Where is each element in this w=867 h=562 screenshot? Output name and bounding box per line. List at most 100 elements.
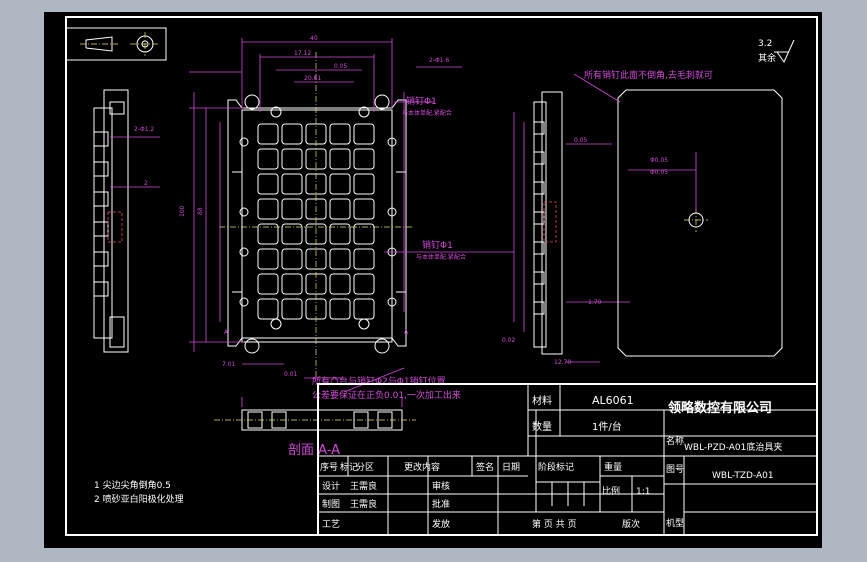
pocket-cell [281,148,303,170]
bottom-view: Φ0.05 Φ0.05 [573,73,783,357]
dim-overall: 40 [310,35,318,42]
pocket-cell [257,248,279,270]
pocket-cell [353,173,375,195]
svg-text:12.70: 12.70 [554,359,571,366]
pocket-cell [329,123,351,145]
top-note: 所有销钉此面不倒角,去毛刺就可 [584,69,713,81]
pocket-cell [257,173,279,195]
revision-header: 签名 [476,461,494,473]
svg-text:100: 100 [179,205,186,217]
pocket-cell [281,173,303,195]
pocket-cell [353,223,375,245]
process-note-2: 2 喷砂亚白阳极化处理 [94,493,184,505]
pocket-cell [257,273,279,295]
title-block: 材料 AL6061 领略数控有限公司 数量 1件/台 名称 WBL-PZD-A0… [317,383,818,536]
pocket-cell [257,298,279,320]
revision-header: 日期 [502,462,520,473]
pocket-cell [353,123,375,145]
pocket-cell [329,198,351,220]
pocket-cell [353,148,375,170]
pocket-cell [353,273,375,295]
svg-text:20.81: 20.81 [304,75,321,82]
bottom-note-1: 所有凸台与销钉Φ2与Φ1销钉位置 [312,375,446,387]
svg-text:2: 2 [144,180,148,187]
section-view: 剖面 A-A [214,397,416,458]
drawing-border [65,16,818,536]
svg-text:2-Φ1.6: 2-Φ1.6 [429,57,449,64]
revision-header: 更改内容 [404,461,440,473]
right-side-view: 0.05 1.70 12.70 0.02 [502,91,630,366]
pin1-subnote: 与本体单配,紧配合 [402,109,452,117]
pocket-grid [239,123,397,320]
svg-text:A: A [404,329,409,336]
pocket-cell [257,223,279,245]
svg-text:1.70: 1.70 [588,299,602,306]
pin2-subnote: 与本体单配,紧配合 [416,253,466,261]
pin-hole [387,297,397,307]
pin-hole [387,207,397,217]
revision-header: 序号 [320,461,338,473]
part-name: WBL-PZD-A01底治具夹 [684,441,782,453]
svg-text:阶段标记: 阶段标记 [538,461,574,473]
svg-text:Φ0.05: Φ0.05 [650,157,668,164]
left-side-view: 2-Φ1.2 2 [93,89,160,353]
qty-value: 1件/台 [592,420,622,433]
pin-hole [387,137,397,147]
pocket-cell [257,198,279,220]
projection-symbol [65,27,167,61]
pocket-cell [353,198,375,220]
scale-value: 1:1 [636,487,650,497]
svg-text:0.05: 0.05 [574,137,588,144]
pocket-cell [257,123,279,145]
svg-text:批准: 批准 [432,498,450,510]
pocket-cell [281,123,303,145]
pocket-cell [353,298,375,320]
svg-text:2-Φ1.2: 2-Φ1.2 [134,126,154,133]
svg-text:Φ0.05: Φ0.05 [650,169,668,176]
company-name: 领略数控有限公司 [668,400,772,416]
revision-header: 标记 [340,461,358,473]
svg-text:名称: 名称 [666,435,684,447]
pocket-cell [353,248,375,270]
main-top-view: 40 17.12 0.05 20.81 2-Φ1.6 100 88 7.01 0… [179,35,514,393]
surface-finish-value: 3.2 [758,39,772,49]
svg-text:第 页 共 页: 第 页 共 页 [532,518,577,530]
pin-hole [239,207,249,217]
svg-text:制图: 制图 [322,498,340,510]
svg-text:17.12: 17.12 [294,50,311,57]
pocket-cell [281,198,303,220]
pin-hole [239,247,249,257]
svg-text:0.02: 0.02 [502,337,516,344]
svg-text:比例: 比例 [602,485,620,497]
pocket-cell [329,298,351,320]
section-label: 剖面 A-A [288,443,340,458]
pocket-cell [329,223,351,245]
pocket-cell [329,273,351,295]
svg-text:0.05: 0.05 [334,63,348,70]
material-value: AL6061 [592,394,634,407]
pocket-cell [329,173,351,195]
svg-text:版次: 版次 [622,518,640,530]
pin-hole [239,297,249,307]
surface-finish-symbol: 其余 3.2 [758,39,795,64]
pin2-note: 销钉Φ1 [422,239,453,251]
bottom-note-2: 公差要保证在正负0.01,一次加工出来 [312,389,461,401]
pocket-cell [257,148,279,170]
pocket-cell [281,273,303,295]
revision-header: 分区 [356,462,374,473]
svg-text:王需良: 王需良 [350,480,377,492]
pin1-note: 销钉Φ1 [406,95,437,107]
pocket-cell [281,223,303,245]
pocket-cell [281,298,303,320]
svg-text:0.01: 0.01 [284,371,298,378]
svg-text:A: A [224,329,229,336]
drawing-number: WBL-TZD-A01 [712,471,774,481]
svg-text:王需良: 王需良 [350,498,377,510]
svg-text:材料: 材料 [532,394,552,407]
svg-text:设计: 设计 [322,480,340,492]
svg-text:数量: 数量 [532,420,552,433]
surface-finish-label: 其余 [758,52,776,64]
drawing-sheet: 其余 3.2 2-Φ1.2 2 [44,12,822,548]
svg-text:发放: 发放 [432,518,450,530]
pocket-cell [281,248,303,270]
